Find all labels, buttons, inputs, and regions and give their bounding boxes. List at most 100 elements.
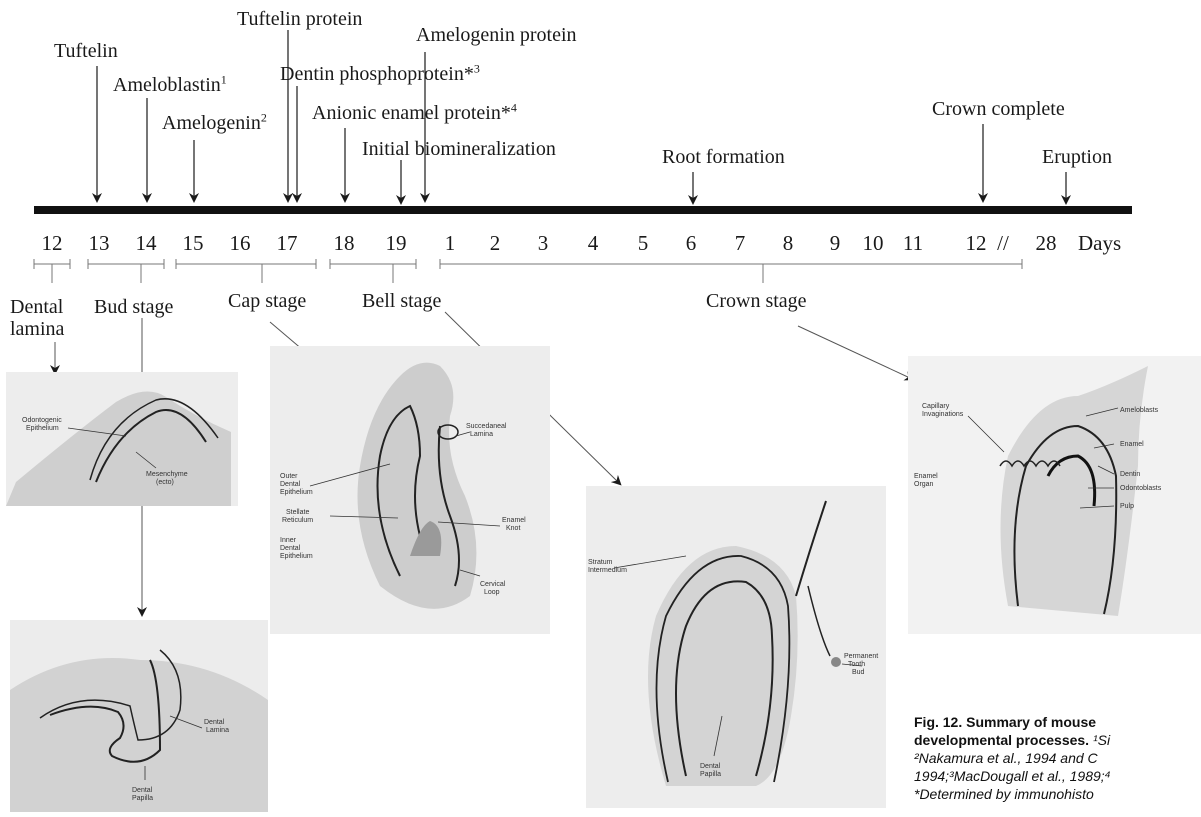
label-capillary: Capillary [922,403,950,410]
event-anionic-enamel-protein: Anionic enamel protein*4 [312,102,517,124]
day-label: 11 [900,232,926,254]
caption-line-4: 1994;³MacDougall et al., 1989;⁴ [914,767,1201,785]
label-inner-epithelium-3: Epithelium [280,553,313,560]
event-dentin-phosphoprotein: Dentin phosphoprotein*3 [280,63,480,85]
day-label: 14 [133,232,159,254]
label-mesenchyme: Mesenchyme [146,471,188,478]
label-enamel-knot-2: Knot [506,525,520,532]
stage-dental-lamina: Dental lamina [10,296,64,340]
bud-stage-illustration: Dental Lamina Dental Papilla [10,620,268,812]
stage-brackets [34,259,1022,283]
dentin-phosphoprotein-ref: 3 [474,61,480,75]
crown-stage-illustration: Capillary Invaginations Ameloblasts Enam… [908,356,1201,634]
day-label: 3 [530,232,556,254]
label-dental-lamina-2: Lamina [206,727,229,734]
event-ameloblastin-text: Ameloblastin [113,74,221,96]
label-stellate: Stellate [286,509,309,516]
caption-line-2-ital: ¹Si [1089,732,1110,748]
label-odontogenic: Odontogenic [22,417,62,424]
event-root-formation: Root formation [662,146,785,168]
day-label: 15 [180,232,206,254]
figure-caption: Fig. 12. Summary of mouse developmental … [914,713,1201,803]
event-ameloblastin: Ameloblastin1 [113,74,227,96]
label-permanent-bud-2: Tooth [848,661,865,668]
label-capillary-2: Invaginations [922,411,964,418]
label-outer-epithelium-3: Epithelium [280,489,313,496]
event-tuftelin-protein: Tuftelin protein [237,8,362,30]
stage-crown: Crown stage [706,290,807,312]
event-dentin-phosphoprotein-text: Dentin phosphoprotein* [280,63,474,85]
day-label: 18 [331,232,357,254]
day-label: 1 [437,232,463,254]
caption-line-5: *Determined by immunohisto [914,785,1201,803]
label-bell-papilla-2: Papilla [700,771,721,778]
amelogenin-ref: 2 [261,110,267,124]
label-cervical-loop-2: Loop [484,589,500,596]
day-label: 10 [860,232,886,254]
label-permanent-bud: Permanent [844,653,878,660]
label-dentin: Dentin [1120,471,1140,478]
label-dental-papilla: Dental [132,787,153,794]
crown-pointer [798,326,910,378]
label-permanent-bud-3: Bud [852,669,865,676]
day-label: 4 [580,232,606,254]
stage-dental-lamina-line2: lamina [10,318,64,340]
label-mesenchyme-2: (ecto) [156,479,174,486]
label-dental-lamina: Dental [204,719,225,726]
day-label: 8 [775,232,801,254]
label-inner-epithelium-2: Dental [280,545,301,552]
days-unit: Days [1078,232,1121,254]
label-outer-epithelium: Outer [280,473,298,480]
break-mark: // [990,232,1016,254]
day-label: 28 [1033,232,1059,254]
day-label: 16 [227,232,253,254]
caption-line-3: ²Nakamura et al., 1994 and C [914,749,1201,767]
label-stratum: Stratum [588,559,613,566]
anionic-enamel-protein-ref: 4 [511,100,517,114]
day-label: 12 [963,232,989,254]
time-bar [34,206,1132,214]
caption-line-1: Fig. 12. Summary of mouse [914,713,1201,731]
label-bell-papilla: Dental [700,763,721,770]
label-ameloblasts: Ameloblasts [1120,407,1159,414]
label-enamel-knot: Enamel [502,517,526,524]
day-label: 9 [822,232,848,254]
day-label: 12 [39,232,65,254]
stage-cap: Cap stage [228,290,306,312]
day-label: 17 [274,232,300,254]
ameloblastin-ref: 1 [221,72,227,86]
label-cervical-loop: Cervical [480,581,506,588]
bell-stage-illustration: Stratum Intermedium Permanent Tooth Bud … [586,486,886,808]
stage-bud: Bud stage [94,296,173,318]
event-amelogenin-protein: Amelogenin protein [416,24,577,46]
event-initial-biomineralization: Initial biomineralization [362,138,556,160]
caption-line-2: developmental processes. ¹Si [914,731,1201,749]
caption-line-2-bold: developmental processes. [914,732,1089,748]
event-eruption: Eruption [1042,146,1112,168]
stage-dental-lamina-line1: Dental [10,296,64,318]
stage-bell: Bell stage [362,290,441,312]
label-stellate-2: Reticulum [282,517,313,524]
label-outer-epithelium-2: Dental [280,481,301,488]
day-label: 13 [86,232,112,254]
label-succedaneous-2: Lamina [470,431,493,438]
label-enamel-organ-2: Organ [914,481,934,488]
day-label: 6 [678,232,704,254]
label-inner-epithelium: Inner [280,537,297,544]
event-amelogenin: Amelogenin2 [162,112,267,134]
day-label: 19 [383,232,409,254]
cap-stage-illustration: Succedaneal Lamina Outer Dental Epitheli… [270,346,550,634]
event-amelogenin-text: Amelogenin [162,112,261,134]
day-label: 7 [727,232,753,254]
label-odontoblasts: Odontoblasts [1120,485,1162,492]
label-odontogenic-2: Epithelium [26,425,59,432]
event-anionic-enamel-protein-text: Anionic enamel protein* [312,102,511,124]
day-label: 2 [482,232,508,254]
label-enamel: Enamel [1120,441,1144,448]
dental-lamina-illustration: Odontogenic Epithelium Mesenchyme (ecto) [6,372,238,506]
label-succedaneous: Succedaneal [466,423,507,430]
event-tuftelin: Tuftelin [54,40,118,62]
label-enamel-organ: Enamel [914,473,938,480]
label-pulp: Pulp [1120,503,1134,510]
label-dental-papilla-2: Papilla [132,795,153,802]
